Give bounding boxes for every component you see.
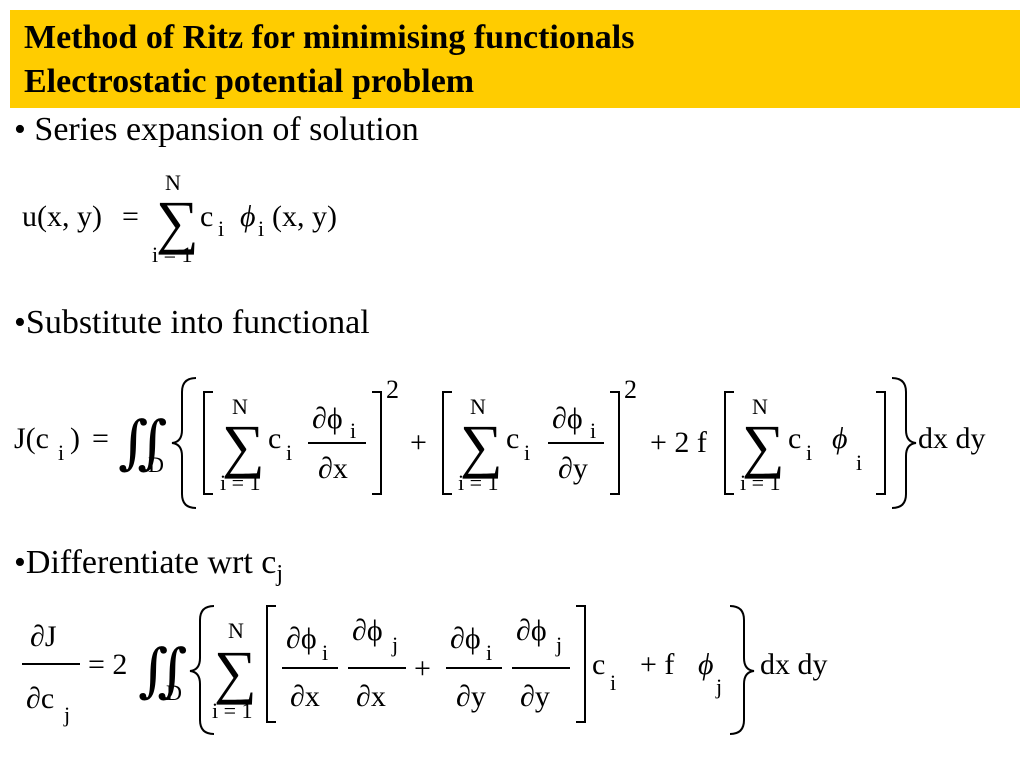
- eq3-domain: D: [166, 680, 182, 705]
- eq2-t3-sum-upper: N: [752, 394, 768, 419]
- eq3-f4-den: ∂y: [520, 680, 550, 713]
- eq2-t3-phi: ϕ: [832, 422, 848, 455]
- eq1-sum-icon: ∑: [156, 189, 199, 255]
- eq3-den: ∂c: [26, 682, 54, 715]
- eq3-f3-num-sub: i: [486, 640, 492, 665]
- eq3-differential: dx dy: [760, 648, 828, 681]
- eq1-basis-sub: i: [258, 216, 264, 241]
- bullet-differentiate-text: •Differentiate wrt c: [14, 544, 277, 581]
- eq3-f4-num-sub: j: [555, 632, 562, 657]
- eq1-basis: ϕ: [240, 200, 256, 233]
- eq3-phi: ϕ: [698, 648, 714, 681]
- eq1-args: (x, y): [272, 200, 337, 233]
- eq2-t3-phi-sub: i: [856, 450, 862, 475]
- eq2-lhs-close: ): [70, 422, 80, 455]
- eq3-den-sub: j: [63, 702, 70, 727]
- eq1-sum-lower: i = 1: [152, 242, 193, 267]
- eq2-t3-coeff: c: [788, 422, 801, 455]
- eq2-bracket1-right: [372, 391, 382, 495]
- eq3-coeff-sub: i: [610, 670, 616, 695]
- eq2-t3-sum-lower: i = 1: [740, 470, 781, 495]
- eq3-integral-icon: ∬: [138, 638, 187, 703]
- eq2-t2-sum-upper: N: [470, 394, 486, 419]
- eq3-f4-num: ∂ϕ: [516, 614, 547, 647]
- eq3-sum-lower: i = 1: [212, 698, 253, 723]
- bullet-series-expansion: • Series expansion of solution: [14, 111, 419, 148]
- eq3-f1-den: ∂x: [290, 680, 320, 713]
- bullet-substitute: •Substitute into functional: [14, 304, 370, 341]
- eq3-sum-upper: N: [228, 618, 244, 643]
- eq2-lhs: J(c: [14, 422, 49, 455]
- title-banner: Method of Ritz for minimising functional…: [10, 10, 1020, 108]
- eq2-plus-two-f: + 2 f: [650, 426, 707, 459]
- eq2-right-brace: [891, 377, 917, 509]
- eq2-integral-icon: ∬: [118, 410, 167, 475]
- eq3-f2-num: ∂ϕ: [352, 614, 383, 647]
- eq3-f1-num: ∂ϕ: [286, 622, 317, 655]
- eq2-t1-sum-lower: i = 1: [220, 470, 261, 495]
- eq2-t2-sum-lower: i = 1: [458, 470, 499, 495]
- eq2-t2-coeff: c: [506, 422, 519, 455]
- eq3-equals: = 2: [88, 648, 127, 681]
- eq3-num: ∂J: [30, 620, 57, 653]
- eq2-equals: =: [92, 422, 109, 455]
- eq2-left-brace: [171, 377, 197, 509]
- eq1-coeff: c: [200, 200, 213, 233]
- slide-title: Method of Ritz for minimising functional…: [24, 19, 635, 56]
- eq2-t1-sum-icon: ∑: [222, 413, 265, 479]
- eq2-t2-sum-icon: ∑: [460, 413, 503, 479]
- eq3-f3-num: ∂ϕ: [450, 622, 481, 655]
- eq2-t2-num: ∂ϕ: [552, 402, 583, 435]
- eq2-t3-sum-icon: ∑: [742, 413, 785, 479]
- eq2-t1-power: 2: [386, 375, 399, 404]
- eq2-domain: D: [148, 452, 164, 477]
- eq3-f2-den: ∂x: [356, 680, 386, 713]
- eq2-bracket3-right: [876, 391, 886, 495]
- eq3-f2-num-sub: j: [391, 632, 398, 657]
- eq3-left-brace: [189, 605, 215, 735]
- eq1-coeff-sub: i: [218, 216, 224, 241]
- eq1-sum-upper: N: [165, 170, 181, 195]
- eq3-plus-f: + f: [640, 648, 674, 681]
- bullet-differentiate-subscript: j: [276, 561, 284, 587]
- eq2-t2-power: 2: [624, 375, 637, 404]
- eq3-f1-num-sub: i: [322, 640, 328, 665]
- eq2-t1-num: ∂ϕ: [312, 402, 343, 435]
- eq2-plus: +: [410, 426, 427, 459]
- eq2-t3-coeff-sub: i: [806, 440, 812, 465]
- eq2-bracket2-right: [610, 391, 620, 495]
- eq2-bracket3-left: [724, 391, 734, 495]
- eq3-plus: +: [414, 652, 431, 685]
- eq1-lhs: u(x, y): [22, 200, 102, 233]
- bullet-differentiate: •Differentiate wrt cj: [14, 543, 283, 594]
- eq3-coeff: c: [592, 648, 605, 681]
- eq2-differential: dx dy: [918, 422, 986, 455]
- eq2-t2-coeff-sub: i: [524, 440, 530, 465]
- eq2-lhs-sub: i: [58, 440, 64, 465]
- eq2-bracket1-left: [203, 391, 213, 495]
- eq2-t1-den: ∂x: [318, 452, 348, 485]
- eq3-bracket-left: [266, 605, 276, 723]
- eq2-t2-num-sub: i: [590, 418, 596, 443]
- eq3-bracket-right: [576, 605, 586, 723]
- eq1-equals: =: [122, 200, 139, 233]
- eq3-sum-icon: ∑: [214, 639, 257, 705]
- eq3-f3-den: ∂y: [456, 680, 486, 713]
- eq3-right-brace: [729, 605, 755, 735]
- slide-subtitle: Electrostatic potential problem: [24, 63, 475, 100]
- eq2-t2-den: ∂y: [558, 452, 588, 485]
- eq2-t1-coeff-sub: i: [286, 440, 292, 465]
- eq2-bracket2-left: [442, 391, 452, 495]
- eq2-t1-sum-upper: N: [232, 394, 248, 419]
- eq2-t1-coeff: c: [268, 422, 281, 455]
- eq2-t1-num-sub: i: [350, 418, 356, 443]
- eq3-phi-sub: j: [715, 674, 722, 699]
